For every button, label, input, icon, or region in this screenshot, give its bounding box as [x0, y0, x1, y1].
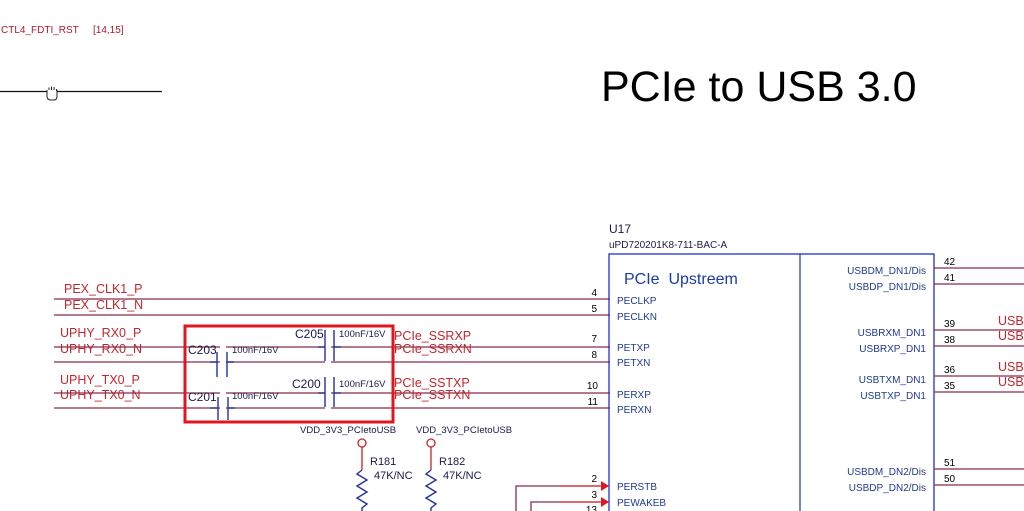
- pin-name-peclkn[interactable]: PECLKN: [617, 312, 657, 323]
- pin-name-pewakeb[interactable]: PEWAKEB: [617, 498, 666, 509]
- capacitor-c205[interactable]: [318, 330, 341, 361]
- capacitor-c200-ref: C200: [292, 377, 321, 391]
- resistor-r182[interactable]: [424, 469, 438, 511]
- capacitor-c205-ref: C205: [295, 327, 324, 341]
- sheet-title: PCIe to USB 3.0: [601, 63, 917, 111]
- net-label-pcie-ssrxn: PCIe_SSRXN: [394, 342, 472, 356]
- pin-number: 10: [587, 381, 599, 392]
- pin-number: 5: [591, 304, 597, 315]
- net-label-pcie-ssrxp: PCIe_SSRXP: [394, 329, 471, 343]
- net-label-uphy-rx0-n: UPHY_RX0_N: [60, 342, 142, 356]
- capacitor-c205-value: 100nF/16V: [339, 329, 386, 340]
- pin-number: 7: [591, 334, 597, 345]
- net-label-usb-rx-m: USB: [998, 314, 1024, 328]
- pin-number: 3: [591, 490, 597, 501]
- pin-number: 42: [944, 257, 956, 268]
- hand-grab-icon: [46, 86, 58, 101]
- resistor-r181-value: 47K/NC: [374, 470, 413, 482]
- resistor-r181[interactable]: [355, 469, 369, 511]
- capacitor-c203[interactable]: [210, 352, 234, 377]
- offpage-sheet-refs: [14,15]: [93, 25, 124, 36]
- highlight-box: [183, 324, 395, 424]
- net-label-usb-tx-m: USB: [998, 360, 1024, 374]
- ic-left-pins: 4 PECLKP 5 PECLKN 7 PETXP 8 PETXN 10 PER…: [586, 288, 667, 511]
- net-label-pex-clk1-n: PEX_CLK1_N: [64, 298, 143, 312]
- pin-name-usbrxp-dn1[interactable]: USBRXP_DN1: [859, 344, 926, 355]
- pin-number: 11: [588, 397, 599, 408]
- pin-number: 4: [591, 288, 597, 299]
- pin-name-usbdp-dn1[interactable]: USBDP_DN1/Dis: [849, 282, 926, 293]
- net-label-pcie-sstxp: PCIe_SSTXP: [394, 376, 470, 390]
- capacitor-c201-ref: C201: [188, 390, 217, 404]
- capacitor-c200[interactable]: [318, 377, 341, 407]
- power-rail-label-r182: VDD_3V3_PCIetoUSB: [416, 425, 512, 436]
- net-label-usb-tx-p: USB: [998, 375, 1024, 389]
- net-label-pcie-sstxn: PCIe_SSTXN: [394, 388, 470, 402]
- pin-name-perstb[interactable]: PERSTB: [617, 482, 657, 493]
- resistor-r182-ref: R182: [439, 456, 465, 468]
- capacitor-c203-value: 100nF/16V: [232, 345, 279, 356]
- pin-name-perxn[interactable]: PERXN: [617, 405, 651, 416]
- pin-number: 51: [944, 458, 956, 469]
- power-port-icon: [357, 438, 367, 448]
- capacitor-c203-ref: C203: [188, 343, 217, 357]
- pin-number: 35: [944, 381, 956, 392]
- ic-part-number: uPD720201K8-711-BAC-A: [609, 240, 728, 251]
- ic-section-title: PCIe Upstreem: [624, 271, 738, 288]
- power-port-icon: [426, 438, 436, 448]
- capacitor-c200-value: 100nF/16V: [339, 379, 386, 390]
- pin-name-usbtxm-dn1[interactable]: USBTXM_DN1: [859, 375, 927, 386]
- resistor-r182-value: 47K/NC: [443, 470, 482, 482]
- ic-ref: U17: [609, 222, 631, 236]
- capacitor-c201-value: 100nF/16V: [232, 391, 279, 402]
- pin-name-usbdm-dn1[interactable]: USBDM_DN1/Dis: [847, 266, 926, 277]
- pin-name-peclkp[interactable]: PECLKP: [617, 296, 657, 307]
- input-arrow-icon: [601, 497, 609, 507]
- ic-u17-body[interactable]: [608, 253, 935, 511]
- pin-name-petxp[interactable]: PETXP: [617, 343, 650, 354]
- ic-right-pins: 42 USBDM_DN1/Dis 41 USBDP_DN1/Dis 39 USB…: [847, 257, 1024, 494]
- resistor-r181-ref: R181: [370, 456, 396, 468]
- net-label-uphy-rx0-p: UPHY_RX0_P: [60, 326, 141, 340]
- pin-number: 36: [944, 365, 956, 376]
- net-label-pex-clk1-p: PEX_CLK1_P: [64, 282, 143, 296]
- input-arrow-icon: [601, 481, 609, 491]
- pin-number: 8: [591, 350, 597, 361]
- net-label-usb-rx-p: USB: [998, 329, 1024, 343]
- offpage-net-label: CTL4_FDTI_RST: [1, 25, 79, 36]
- pin-name-usbtxp-dn1[interactable]: USBTXP_DN1: [860, 391, 926, 402]
- pin-number: 38: [944, 335, 956, 346]
- pin-number: 39: [944, 319, 956, 330]
- pin-number: 2: [591, 474, 597, 485]
- pin-name-usbdp-dn2[interactable]: USBDP_DN2/Dis: [849, 483, 926, 494]
- net-label-uphy-tx0-p: UPHY_TX0_P: [60, 373, 140, 387]
- net-label-uphy-tx0-n: UPHY_TX0_N: [60, 388, 141, 402]
- pin-name-usbdm-dn2[interactable]: USBDM_DN2/Dis: [847, 467, 926, 478]
- power-rail-label-r181: VDD_3V3_PCIetoUSB: [300, 425, 396, 436]
- pin-name-petxn[interactable]: PETXN: [617, 358, 650, 369]
- pin-number: 41: [944, 273, 956, 284]
- pin-number: 50: [944, 474, 956, 485]
- pin-name-usbrxm-dn1[interactable]: USBRXM_DN1: [858, 328, 927, 339]
- pin-name-perxp[interactable]: PERXP: [617, 390, 651, 401]
- capacitor-c201[interactable]: [210, 397, 235, 420]
- pin-number: 13: [586, 505, 598, 511]
